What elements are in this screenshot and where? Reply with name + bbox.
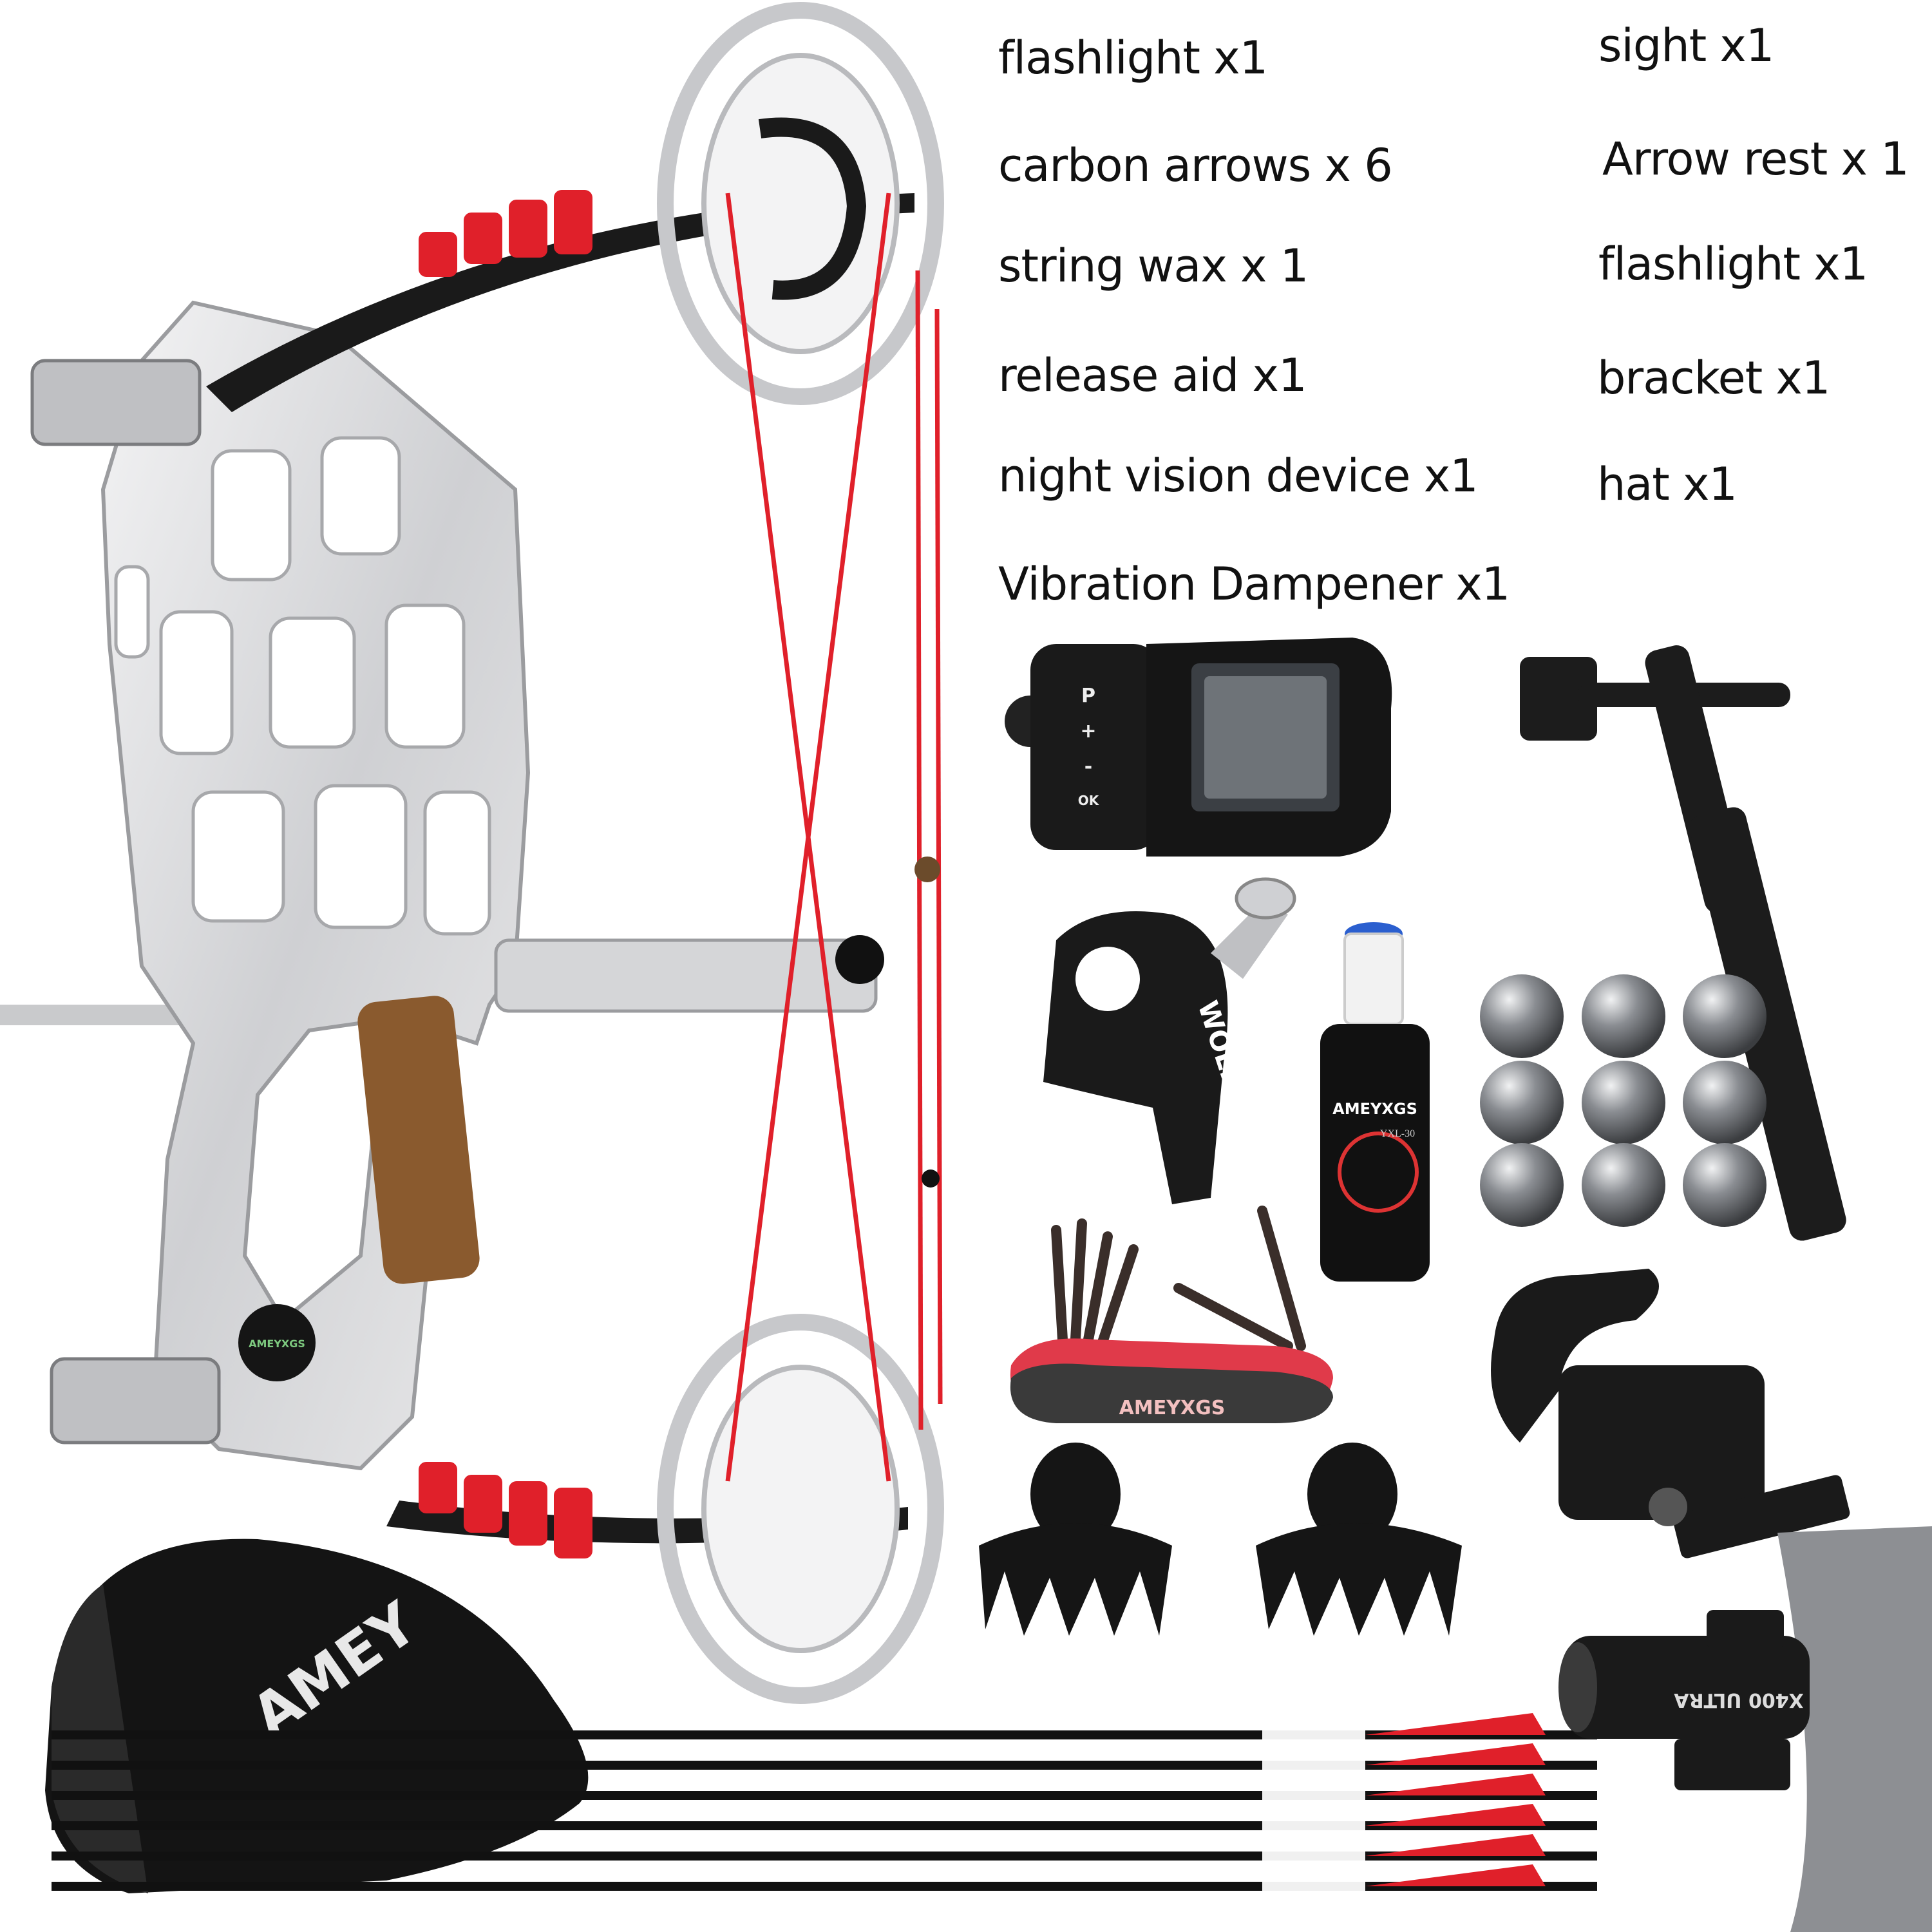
bow-strings [725,193,943,1482]
wax-model: YXL-30 [1380,1128,1415,1139]
string-wax-bottle: AMEYXGS YXL-30 [1320,922,1430,1282]
hat: AMEY [45,1539,589,1893]
release-aid: WOLF [1043,877,1296,1204]
contents-item-sight: sight x1 [1598,19,1774,72]
vibration-dampener-right [1256,1443,1462,1636]
wooden-grip [357,996,480,1284]
sight-mount [494,938,878,1013]
contents-item-flashlight: flashlight x1 [998,32,1268,84]
upper-cam-hub [701,53,900,354]
steel-balls [1480,974,1766,1227]
lower-cam [657,1314,944,1704]
riser-cutouts [114,436,491,936]
string-roller [835,935,884,984]
contents-item-release-aid: release aid x1 [998,349,1307,402]
night-vision-device: P + - OK [1005,638,1392,857]
contents-item-carbon-arrows: carbon arrows x 6 [998,139,1393,192]
contents-item-string-wax: string wax x 1 [998,240,1309,292]
upper-limb-dampeners [419,190,592,277]
upper-cam [657,2,944,405]
tool-brand: AMEYXGS [1119,1397,1226,1419]
contents-item-flashlight-2: flashlight x1 [1598,238,1868,290]
contents-item-bracket: bracket x1 [1597,352,1830,404]
compound-bow: AMEYXGS [0,2,944,1704]
upper-cam-module [758,117,867,300]
hex-key-tool: AMEYXGS [1010,1206,1333,1423]
contents-item-vibration-dampener: Vibration Dampener x1 [998,558,1510,611]
flashlight-model: X400 ULTRA [1673,1689,1803,1711]
carbon-arrows [52,1713,1597,1891]
keypad-ok: OK [1078,793,1100,808]
keypad-minus: - [1084,755,1092,778]
string-silencer [914,857,940,882]
wax-brand: AMEYXGS [1332,1100,1417,1118]
contents-item-night-vision-device: night vision device x1 [998,450,1479,502]
lower-cam-hub [701,1365,900,1653]
peep-sight [922,1170,940,1188]
stabilizer-dampener [238,1304,316,1381]
lower-limb-pocket [50,1357,221,1444]
keypad-p: P [1081,685,1095,707]
dampener-logo: AMEYXGS [249,1338,305,1350]
vibration-dampener-left [979,1443,1172,1636]
upper-limb-pocket [30,359,202,446]
arrow-rest [1491,1269,1850,1558]
lower-limb-dampeners [419,1462,592,1558]
contents-item-hat: hat x1 [1597,458,1738,511]
flashlight: X400 ULTRA [1558,1526,1932,1932]
keypad-plus: + [1080,720,1096,743]
bracket [1520,645,1846,1241]
contents-item-arrow-rest: Arrow rest x 1 [1602,133,1909,185]
